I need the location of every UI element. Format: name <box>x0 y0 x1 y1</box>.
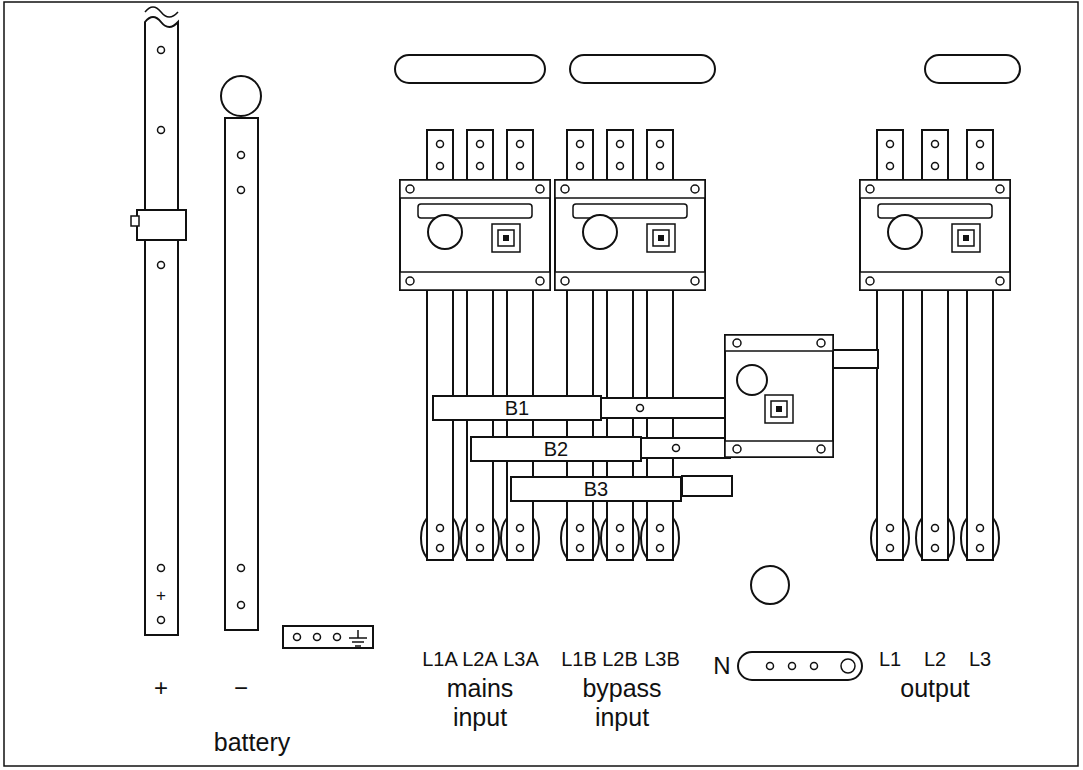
neutral-bar-part <box>789 663 796 670</box>
battery-plus-strip-part <box>131 216 139 226</box>
battery-minus-strip-part <box>238 187 245 194</box>
neutral-switch-part <box>733 339 741 347</box>
link-bars-part <box>600 398 730 418</box>
terminal-name: L2 <box>924 648 946 671</box>
ground-strip-part <box>349 637 367 639</box>
fuse-ovals-part <box>925 55 1020 83</box>
link-bars-part <box>833 350 878 368</box>
polarity-mark: + <box>154 674 168 702</box>
battery-plus-strip <box>131 7 186 635</box>
terminal-name: N <box>713 652 730 680</box>
page-frame <box>4 2 1078 766</box>
mounting-hole <box>751 566 789 604</box>
polarity-mark: − <box>234 674 248 702</box>
battery-minus-strip <box>221 76 261 630</box>
ground-strip-part <box>334 634 341 641</box>
ground-strip-part <box>355 645 361 647</box>
neutral-switch <box>725 335 833 457</box>
terminal-name: L1A <box>422 648 458 671</box>
battery-minus-strip-part <box>238 152 245 159</box>
busbar: B1 <box>432 395 602 421</box>
neutral-switch-part <box>725 441 833 457</box>
ground-strip-part <box>352 641 364 643</box>
polarity-mark: + <box>156 586 166 606</box>
link-bars-part <box>682 476 732 496</box>
fuse-ovals-part <box>570 55 715 83</box>
busbar-label: B3 <box>584 479 608 499</box>
battery-plus-strip-part <box>158 617 165 624</box>
battery-minus-strip-part <box>221 76 261 116</box>
terminal-name: L2A <box>462 648 498 671</box>
battery-minus-strip-part <box>238 602 245 609</box>
neutral-switch-part <box>771 401 787 417</box>
battery-plus-strip-part <box>145 7 178 17</box>
battery-plus-strip-part <box>158 127 165 134</box>
neutral-switch-part <box>725 335 833 351</box>
switch-bodies <box>400 180 1010 290</box>
ground-strip <box>283 626 373 648</box>
terminal-name: L3B <box>644 648 680 671</box>
link-bars-part <box>640 438 730 458</box>
terminal-name: L1 <box>879 648 901 671</box>
neutral-switch-part <box>765 395 793 423</box>
terminal-name: L1B <box>561 648 597 671</box>
switch-bodies-part <box>400 180 550 290</box>
neutral-switch-part <box>737 365 767 395</box>
terminal-name: L3A <box>503 648 539 671</box>
ground-strip-part <box>314 634 321 641</box>
battery-minus-strip-part <box>225 118 258 630</box>
battery-plus-strip-part <box>158 565 165 572</box>
neutral-bar-part <box>767 663 774 670</box>
fuse-ovals <box>395 55 1020 83</box>
switch-bodies-part <box>860 180 1010 290</box>
battery-plus-strip-part <box>158 262 165 269</box>
neutral-switch-part <box>725 335 833 457</box>
terminal-name: L2B <box>602 648 638 671</box>
neutral-bar-part <box>738 652 862 680</box>
neutral-bar-part <box>841 659 855 673</box>
neutral-switch-part <box>733 445 741 453</box>
ground-strip-part <box>294 634 301 641</box>
battery-minus-strip-part <box>238 565 245 572</box>
battery-plus-strip-part <box>158 47 165 54</box>
neutral-bar <box>738 652 862 680</box>
terminal-group-label: mains input <box>441 674 519 732</box>
battery-plus-strip-part <box>137 210 186 240</box>
ground-strip-part <box>283 626 373 648</box>
link-bars-part <box>673 445 680 452</box>
busbar: B2 <box>470 436 642 462</box>
neutral-switch-part <box>817 339 825 347</box>
neutral-switch-part <box>776 406 782 412</box>
link-bars-part <box>637 405 644 412</box>
neutral-switch-part <box>817 445 825 453</box>
terminal-group-label: battery <box>214 728 290 757</box>
terminal-name: L3 <box>969 648 991 671</box>
busbar-label: B1 <box>505 398 529 418</box>
terminal-group-label: output <box>900 674 970 703</box>
battery-plus-strip-part <box>145 17 178 635</box>
switch-bodies-part <box>555 180 705 290</box>
busbar: B3 <box>510 476 682 502</box>
neutral-bar-part <box>811 663 818 670</box>
terminal-group-label: bypass input <box>576 674 668 732</box>
ground-strip-part <box>357 630 359 638</box>
busbar-label: B2 <box>544 439 568 459</box>
fuse-ovals-part <box>395 55 545 83</box>
